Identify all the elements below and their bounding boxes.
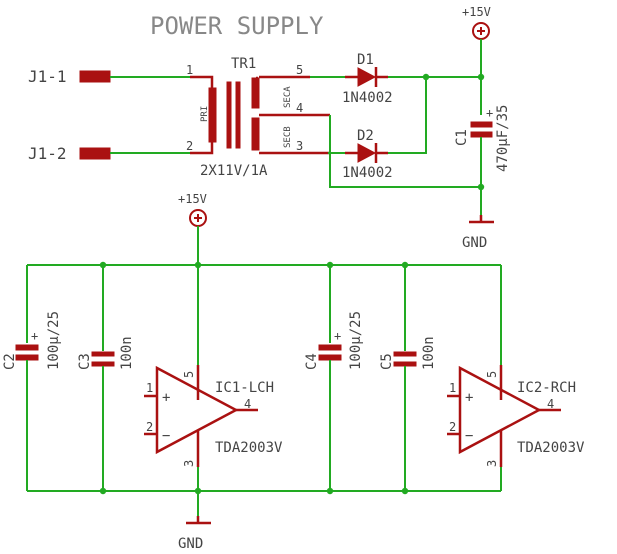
ic2-pin2: 2: [449, 420, 456, 434]
c5-value: 100n: [421, 336, 437, 370]
diode-d2-value: 1N4002: [342, 165, 393, 181]
pri-lead-top: [190, 75, 214, 90]
c1-ref: C1: [454, 129, 470, 146]
opamp-ic2: [458, 365, 542, 455]
tr-winding-seca: SECA: [283, 86, 293, 108]
tr-pin-2: 2: [186, 139, 193, 153]
ic2-pin1: 1: [449, 381, 456, 395]
transformer-tr1: [208, 77, 260, 151]
power-15v-top-symbol: [472, 22, 490, 40]
pri-lead-bottom: [190, 140, 214, 155]
gnd-bottom-label: GND: [178, 536, 203, 552]
gnd-bottom-symbol: [186, 516, 211, 525]
c2-value: 100µ/25: [46, 311, 62, 370]
tr-pin-4: 4: [296, 101, 303, 115]
ic2-pin4: 4: [547, 397, 554, 411]
ic1-pin5: 5: [182, 371, 196, 378]
c3-ref: C3: [77, 353, 93, 370]
connector-j1-2-label: J1-2: [28, 144, 67, 163]
ic2-plus: +: [465, 390, 473, 406]
opamp-ic1: [155, 365, 239, 455]
tr-pin-3: 3: [296, 139, 303, 153]
ic1-pin1: 1: [146, 381, 153, 395]
gnd-top-label: GND: [462, 235, 487, 251]
transformer-value: 2X11V/1A: [200, 163, 268, 179]
diode-d1-ref: D1: [357, 52, 374, 68]
diode-d1: [345, 67, 388, 87]
c4-ref: C4: [304, 353, 320, 370]
capacitor-c4: [318, 344, 342, 361]
ic1-pin2: 2: [146, 420, 153, 434]
ic1-ref: IC1-LCH: [215, 380, 274, 396]
connector-j1-1-pin: [79, 70, 111, 83]
connector-j1-2-pin: [79, 147, 111, 160]
c2-plus-sign: +: [31, 329, 38, 343]
diode-d2-ref: D2: [357, 128, 374, 144]
capacitor-c3: [91, 351, 115, 367]
ic1-part: TDA2003V: [215, 440, 283, 456]
ic2-pin3: 3: [485, 460, 499, 467]
diode-d1-value: 1N4002: [342, 90, 393, 106]
tr-pin-1: 1: [186, 63, 193, 77]
ic1-minus: −: [162, 428, 170, 444]
ic1-pin4: 4: [244, 397, 251, 411]
capacitor-c2: [15, 344, 39, 361]
ic1-pin3: 3: [182, 460, 196, 467]
c3-value: 100n: [119, 336, 135, 370]
power-15v-top-label: +15V: [462, 5, 491, 19]
c5-ref: C5: [379, 353, 395, 370]
ic2-pin5: 5: [485, 371, 499, 378]
c4-value: 100µ/25: [348, 311, 364, 370]
diagram-title: POWER SUPPLY: [150, 12, 324, 40]
wire-d2-out: [388, 77, 427, 154]
diode-d2: [345, 143, 388, 163]
ic2-minus: −: [465, 428, 473, 444]
capacitor-c1: [470, 121, 493, 138]
ic2-ref: IC2-RCH: [517, 380, 576, 396]
c2-ref: C2: [2, 353, 18, 370]
tr-winding-pri: PRI: [200, 106, 210, 122]
gnd-top-symbol: [469, 215, 494, 224]
c1-value: 470µF/35: [495, 105, 511, 172]
ic2-part: TDA2003V: [517, 440, 585, 456]
capacitor-c5: [393, 351, 417, 367]
transformer-ref: TR1: [231, 56, 256, 72]
power-15v-mid-label: +15V: [178, 192, 207, 206]
ic1-plus: +: [162, 390, 170, 406]
tr-pin-5: 5: [296, 63, 303, 77]
connector-j1-1-label: J1-1: [28, 67, 67, 86]
c1-plus-sign: +: [486, 106, 493, 120]
wire-center-tap-gnd: [329, 115, 482, 188]
tr-winding-secb: SECB: [283, 126, 293, 148]
power-15v-mid-symbol: [189, 209, 207, 227]
c4-plus-sign: +: [334, 329, 341, 343]
